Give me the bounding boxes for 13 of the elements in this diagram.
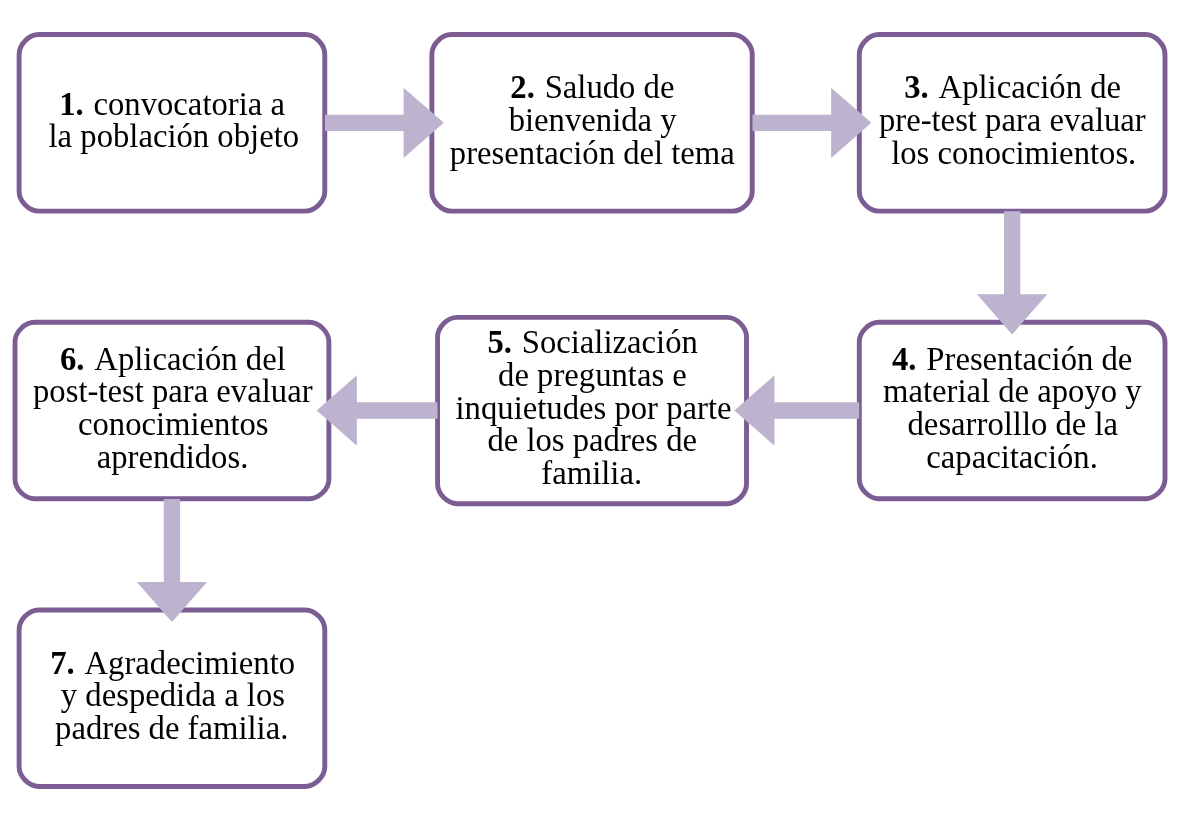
arrow	[324, 87, 444, 158]
node-box: 2. Saludo de bienvenida y presentación del tema	[429, 32, 755, 214]
arrow	[976, 211, 1048, 335]
node-box: 6. Aplicación del post-test para evaluar conocimientos aprendidos.	[12, 319, 332, 502]
arrow	[752, 87, 872, 158]
node-box: 5. Socialización de preguntas e inquietudes por parte de los padres de familia.	[435, 314, 749, 507]
node-box: 4. Presentación de material de apoyo y desarrolllo de la capacitación.	[856, 319, 1168, 502]
node-box: 3. Aplicación de pre-test para evaluar los conocimientos.	[856, 32, 1168, 214]
node-box: 1. convocatoria a la población objeto	[16, 32, 328, 214]
arrow	[734, 375, 860, 446]
arrow	[136, 499, 208, 623]
node-box: 7. Agradecimiento y despedida a los padres de familia.	[16, 607, 328, 789]
arrow	[316, 375, 438, 446]
